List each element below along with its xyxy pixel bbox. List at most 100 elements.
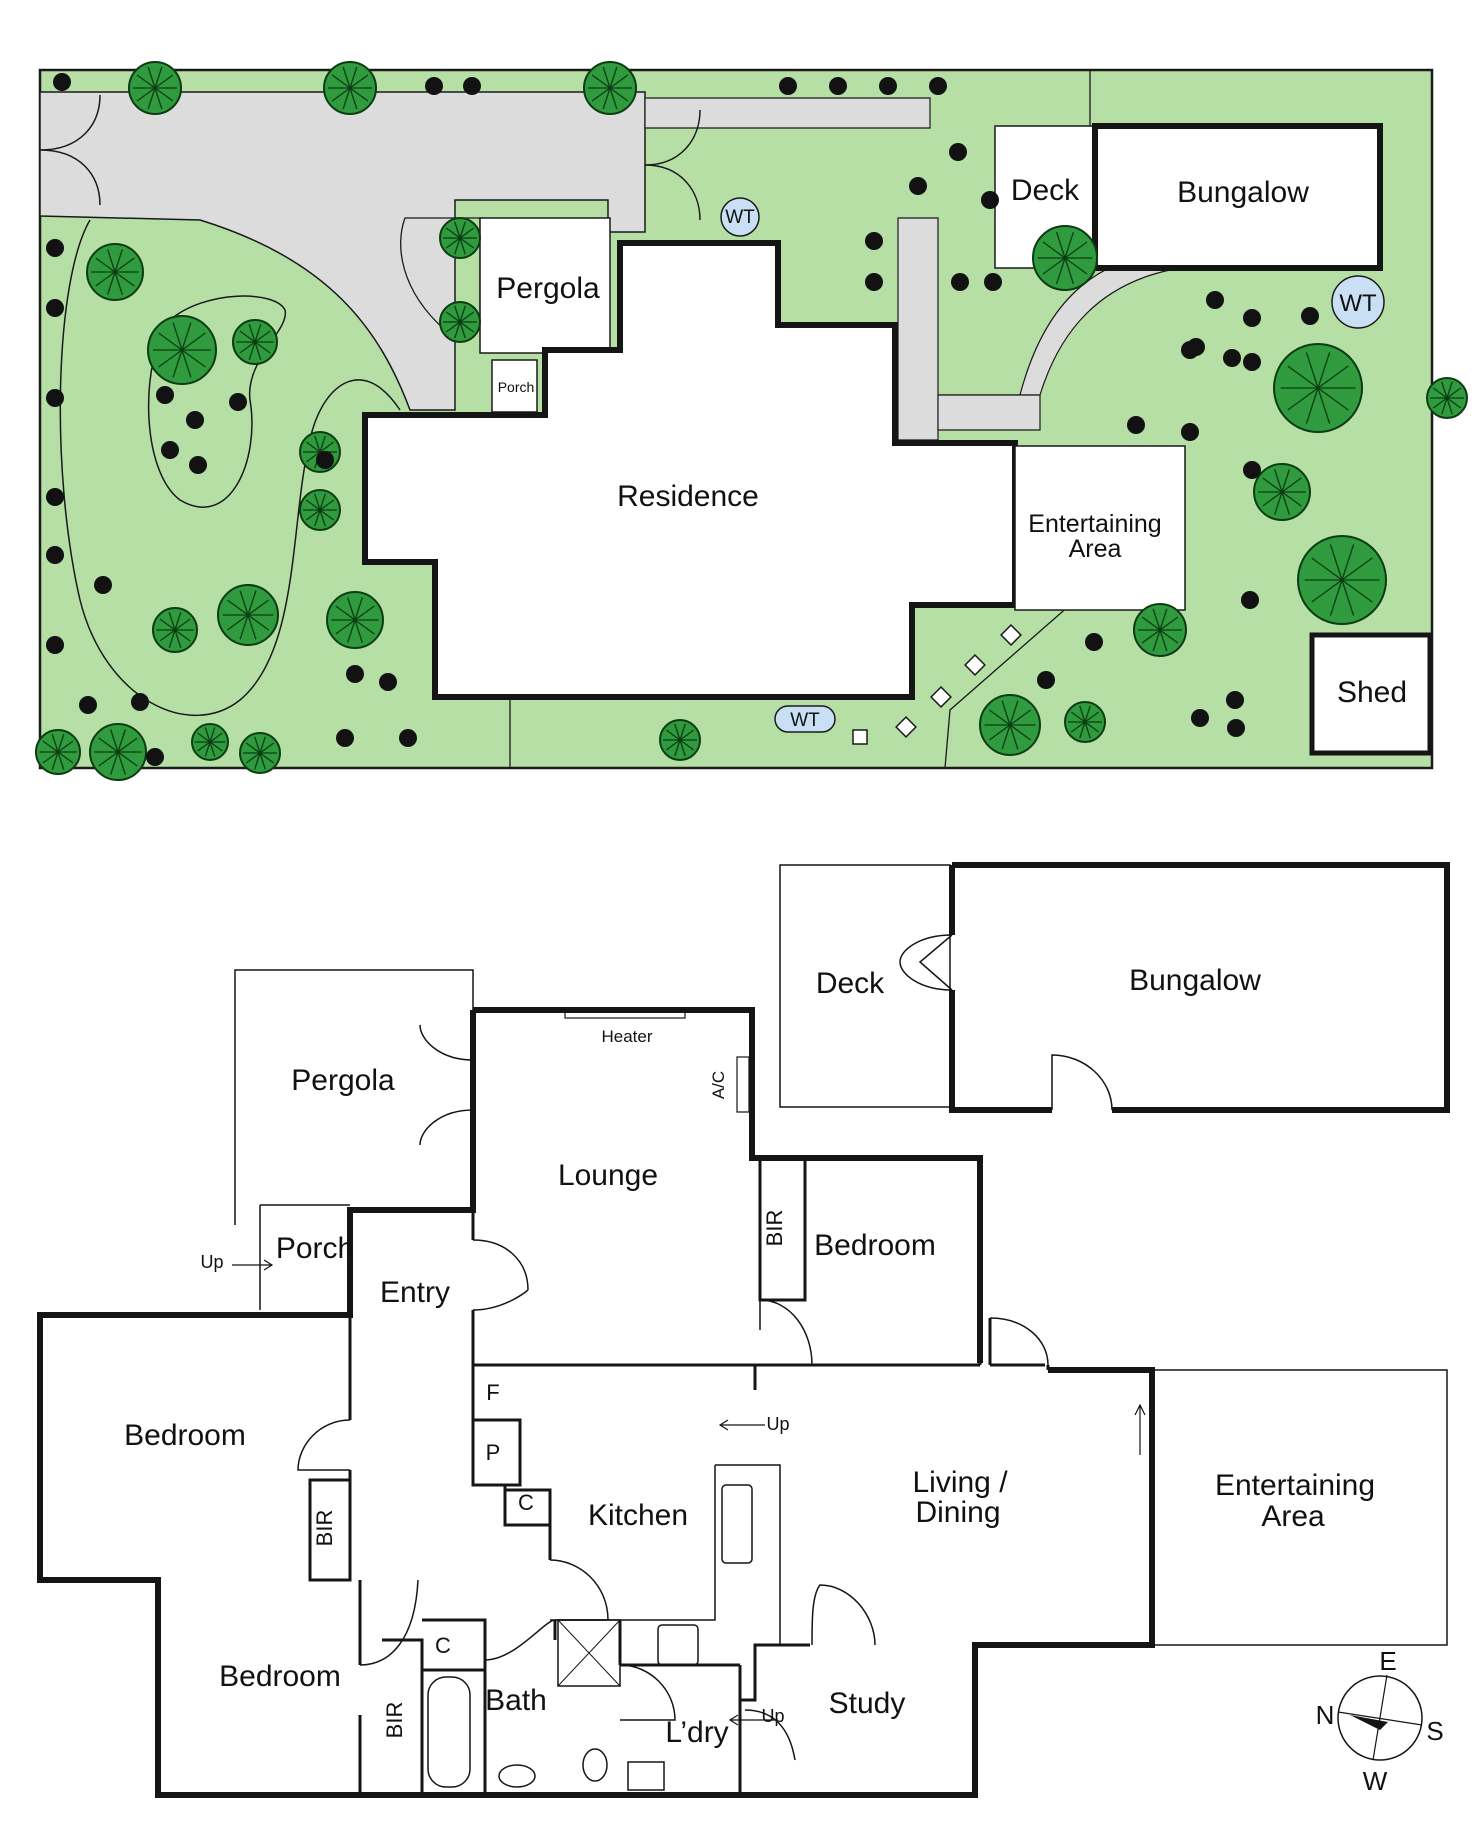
tree-icon (1297, 535, 1387, 625)
ac-unit (736, 1056, 750, 1113)
plan-label-bedroom-east: Bedroom (814, 1229, 936, 1262)
tree-icon (1253, 463, 1311, 521)
tree-icon (439, 301, 481, 343)
kitchen-bench (555, 1464, 781, 1645)
deck-outline (779, 864, 951, 1108)
shrub-icon (929, 77, 947, 95)
tree-icon (659, 719, 701, 761)
porch-outline (234, 1204, 350, 1310)
tree-icon (439, 217, 481, 259)
shrub-icon (79, 696, 97, 714)
fence-line (509, 70, 1091, 769)
bedroom-door (759, 1299, 813, 1366)
compass-e: E (1379, 1646, 1396, 1676)
site-label-pergola: Pergola (496, 272, 600, 305)
bedroom-walls (758, 1158, 982, 1367)
laundry-tub (627, 1761, 665, 1791)
shrub-icon (1243, 461, 1261, 479)
plan-label-lounge: Lounge (558, 1159, 658, 1192)
compass-n: N (1316, 1700, 1335, 1730)
laundry-door (619, 1664, 676, 1721)
compass-w: W (1363, 1766, 1388, 1796)
plan-label-dining: Dining (915, 1496, 1000, 1529)
shrub-icon (951, 273, 969, 291)
up-arrows (232, 1259, 775, 1726)
driveway-paving (39, 91, 646, 411)
shrub-icon (1223, 349, 1241, 367)
tree-icon (1064, 701, 1106, 743)
plan-label-porch: Porch (276, 1232, 354, 1265)
plan-label-cupboard-bath: C (435, 1633, 451, 1658)
entertaining-area-outline (1151, 1369, 1448, 1646)
pergola-outline (234, 969, 474, 1205)
site-label-entertaining: Entertaining (1028, 510, 1161, 538)
water-tank: WT (1331, 275, 1385, 329)
plan-label-living: Living / (912, 1466, 1008, 1499)
shrub-icon (1085, 633, 1103, 651)
garden-bed-inner (147, 295, 286, 508)
side-gate (644, 109, 701, 221)
bath-walls (422, 1618, 810, 1795)
shrub-icon (46, 299, 64, 317)
site-shrubs (46, 73, 1319, 766)
tree-icon (323, 61, 377, 115)
compass: N E S W (1316, 1646, 1444, 1796)
lounge-kitchen-wall (473, 1363, 810, 1390)
shrub-icon (131, 693, 149, 711)
plan-label-up-laundry: Up (761, 1706, 784, 1726)
shrub-icon (1243, 353, 1261, 371)
shrub-icon (1241, 591, 1259, 609)
water-tank: WT (774, 705, 836, 733)
front-gate (39, 94, 101, 206)
tree-icon (1426, 377, 1468, 419)
shrub-icon (1191, 709, 1209, 727)
tree-icon (979, 694, 1041, 756)
shrub-icon (909, 177, 927, 195)
bungalow-structure (1092, 123, 1383, 271)
entry-lounge-door (472, 1239, 529, 1311)
shrub-icon (146, 748, 164, 766)
site-label-residence: Residence (617, 480, 759, 513)
shrub-icon (865, 232, 883, 250)
plan-label-bedroom-south: Bedroom (219, 1660, 341, 1693)
path-paving (644, 97, 931, 129)
shrub-icon (984, 273, 1002, 291)
plan-label-laundry: L’dry (665, 1716, 728, 1749)
bathtub (427, 1676, 471, 1788)
toilet (582, 1748, 608, 1782)
site-trees (35, 61, 1468, 781)
tree-icon (128, 61, 182, 115)
shrub-icon (1226, 691, 1244, 709)
tree-icon (239, 732, 281, 774)
plan-label-study: Study (829, 1687, 906, 1720)
plan-label-heater: Heater (601, 1027, 652, 1046)
shrub-icon (46, 488, 64, 506)
plan-label-fridge: F (486, 1380, 499, 1405)
garden-bed-outline (59, 219, 401, 716)
tree-icon (1032, 225, 1098, 291)
water-tank-label: WT (725, 207, 755, 228)
shrub-icon (1243, 309, 1261, 327)
plan-label-bedroom-west: Bedroom (124, 1419, 246, 1452)
bungalow-walls (949, 862, 1450, 1113)
shrub-icon (829, 77, 847, 95)
plan-label-ac: A/C (709, 1071, 728, 1099)
plan-label-entertaining: Entertaining (1215, 1469, 1375, 1502)
shrub-icon (229, 393, 247, 411)
shrub-icon (949, 143, 967, 161)
shrub-icon (1206, 291, 1224, 309)
water-tank: WT (720, 197, 760, 237)
tree-icon (583, 61, 637, 115)
lounge-pergola-door (419, 1024, 474, 1146)
water-tank-label: WT (1339, 290, 1377, 317)
plan-label-pergola: Pergola (291, 1064, 395, 1097)
kitchen-walls (471, 1370, 552, 1560)
tree-icon (89, 723, 147, 781)
plan-label-entry: Entry (380, 1276, 450, 1309)
west-bedroom-door (297, 1419, 351, 1471)
sink (721, 1484, 753, 1564)
living-top-wall (988, 1318, 1050, 1370)
site-label-porch: Porch (498, 379, 535, 395)
shrub-icon (1181, 341, 1199, 359)
